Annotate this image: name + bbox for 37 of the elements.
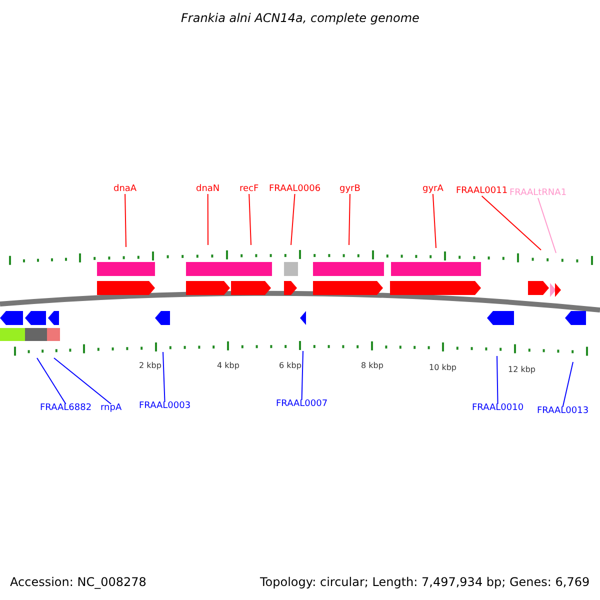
gene-label: gyrA <box>422 185 444 194</box>
footer-text: Topology: circular; Length: 7,497,934 bp; Genes: 6,769 <box>260 576 590 588</box>
axis-label: 2 kbp <box>139 362 162 370</box>
gene-label: dnaN <box>196 185 220 194</box>
gene-label: FRAAL0011 <box>456 187 508 196</box>
gene-label: FRAALtRNA1 <box>510 189 567 198</box>
leader-line <box>36 358 66 404</box>
gene-label: FRAAL0007 <box>276 400 328 409</box>
leader-line <box>481 196 542 250</box>
gene-label: FRAAL0006 <box>269 185 321 194</box>
axis-label: 12 kbp <box>508 366 536 374</box>
leader-line <box>248 194 252 246</box>
gene-label: FRAAL0010 <box>472 404 524 413</box>
gene-label: FRAAL0013 <box>537 407 589 416</box>
leader-line <box>538 198 556 254</box>
leader-line <box>562 362 574 408</box>
gene-label: FRAAL6882 <box>40 404 92 413</box>
gene-label: gyrB <box>340 185 360 194</box>
gene-label: dnaA <box>114 185 137 194</box>
leader-line <box>162 352 166 402</box>
footer-text: Accession: NC_008278 <box>10 576 146 588</box>
leader-line <box>432 194 436 248</box>
leader-line <box>54 358 112 404</box>
axis-label: 8 kbp <box>361 362 384 370</box>
axis-label: 10 kbp <box>429 364 457 372</box>
gene-label: rnpA <box>100 404 122 413</box>
gene-label: recF <box>240 185 259 194</box>
leader-line <box>124 194 126 248</box>
title: Frankia alni ACN14a, complete genome <box>181 12 420 24</box>
leader-line <box>207 194 208 246</box>
leader-line <box>496 356 498 404</box>
axis-label: 6 kbp <box>279 362 302 370</box>
leader-line <box>348 194 350 246</box>
gene-label: FRAAL0003 <box>139 402 191 411</box>
leader-line <box>301 350 304 400</box>
axis-label: 4 kbp <box>217 362 240 370</box>
leader-line <box>290 194 296 246</box>
